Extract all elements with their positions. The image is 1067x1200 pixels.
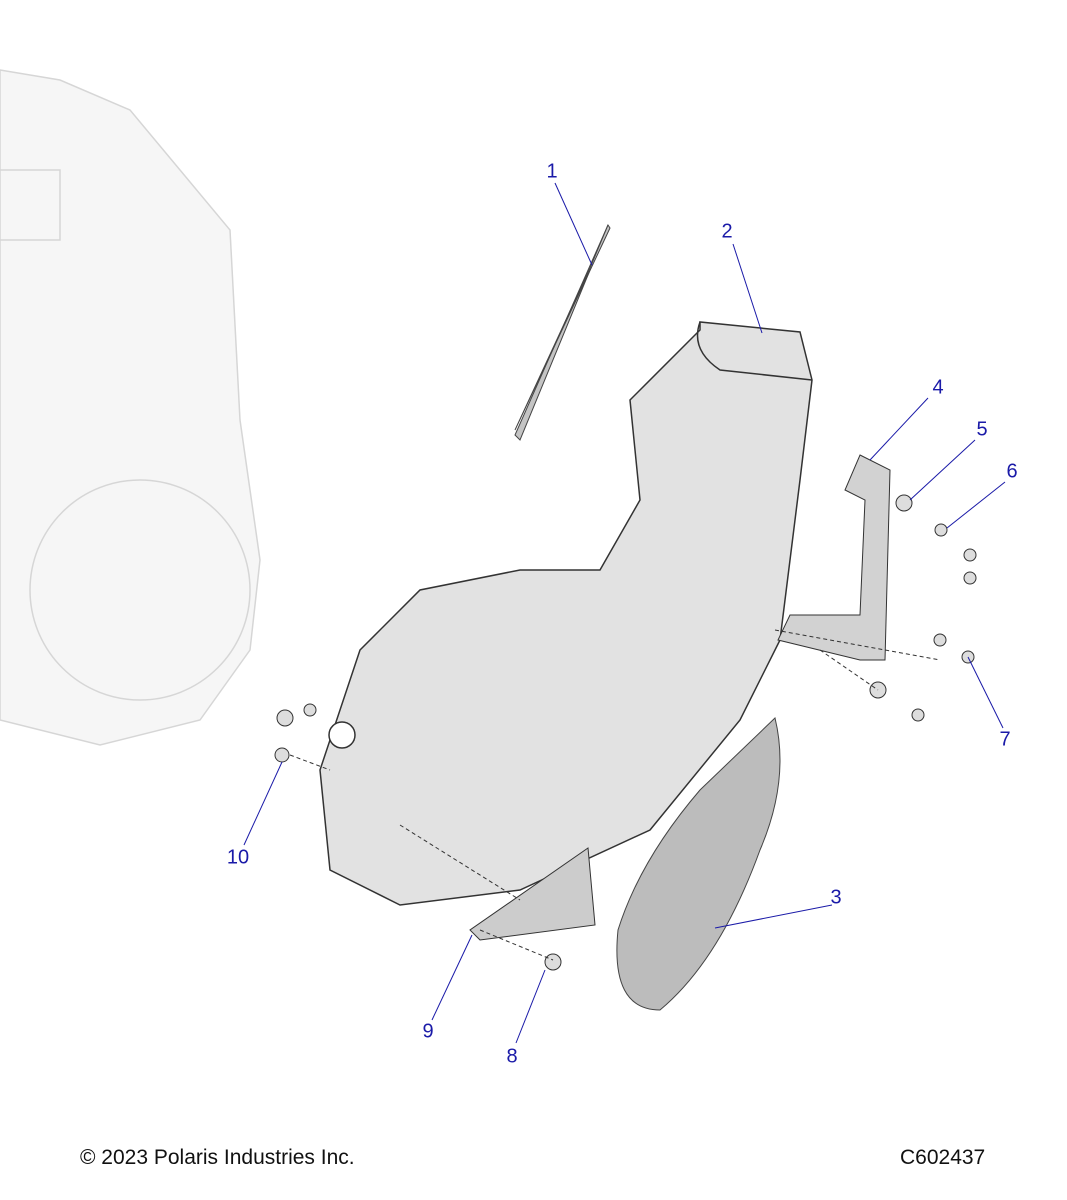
figure-id: C602437: [900, 1146, 986, 1169]
callout-3: 3: [830, 886, 842, 909]
copyright-text: © 2023 Polaris Industries Inc.: [80, 1146, 355, 1169]
callout-10: 10: [226, 846, 250, 869]
dashed-guides: [289, 629, 941, 961]
part-3-gasket: [616, 717, 781, 1011]
callout-6: 6: [1006, 460, 1018, 483]
leader-lines: [243, 182, 1006, 1044]
engine-ghost: [0, 69, 261, 746]
callout-9: 9: [422, 1020, 434, 1043]
callout-2: 2: [721, 220, 733, 243]
part-4-bracket: [777, 454, 891, 661]
callout-8: 8: [506, 1045, 518, 1068]
callout-5: 5: [976, 418, 988, 441]
part-9-plate: [469, 847, 596, 941]
callout-4: 4: [932, 376, 944, 399]
callout-1: 1: [546, 160, 558, 183]
part-2-duct: [319, 321, 813, 906]
part-1-gasket: [514, 223, 611, 441]
callout-7: 7: [999, 728, 1011, 751]
